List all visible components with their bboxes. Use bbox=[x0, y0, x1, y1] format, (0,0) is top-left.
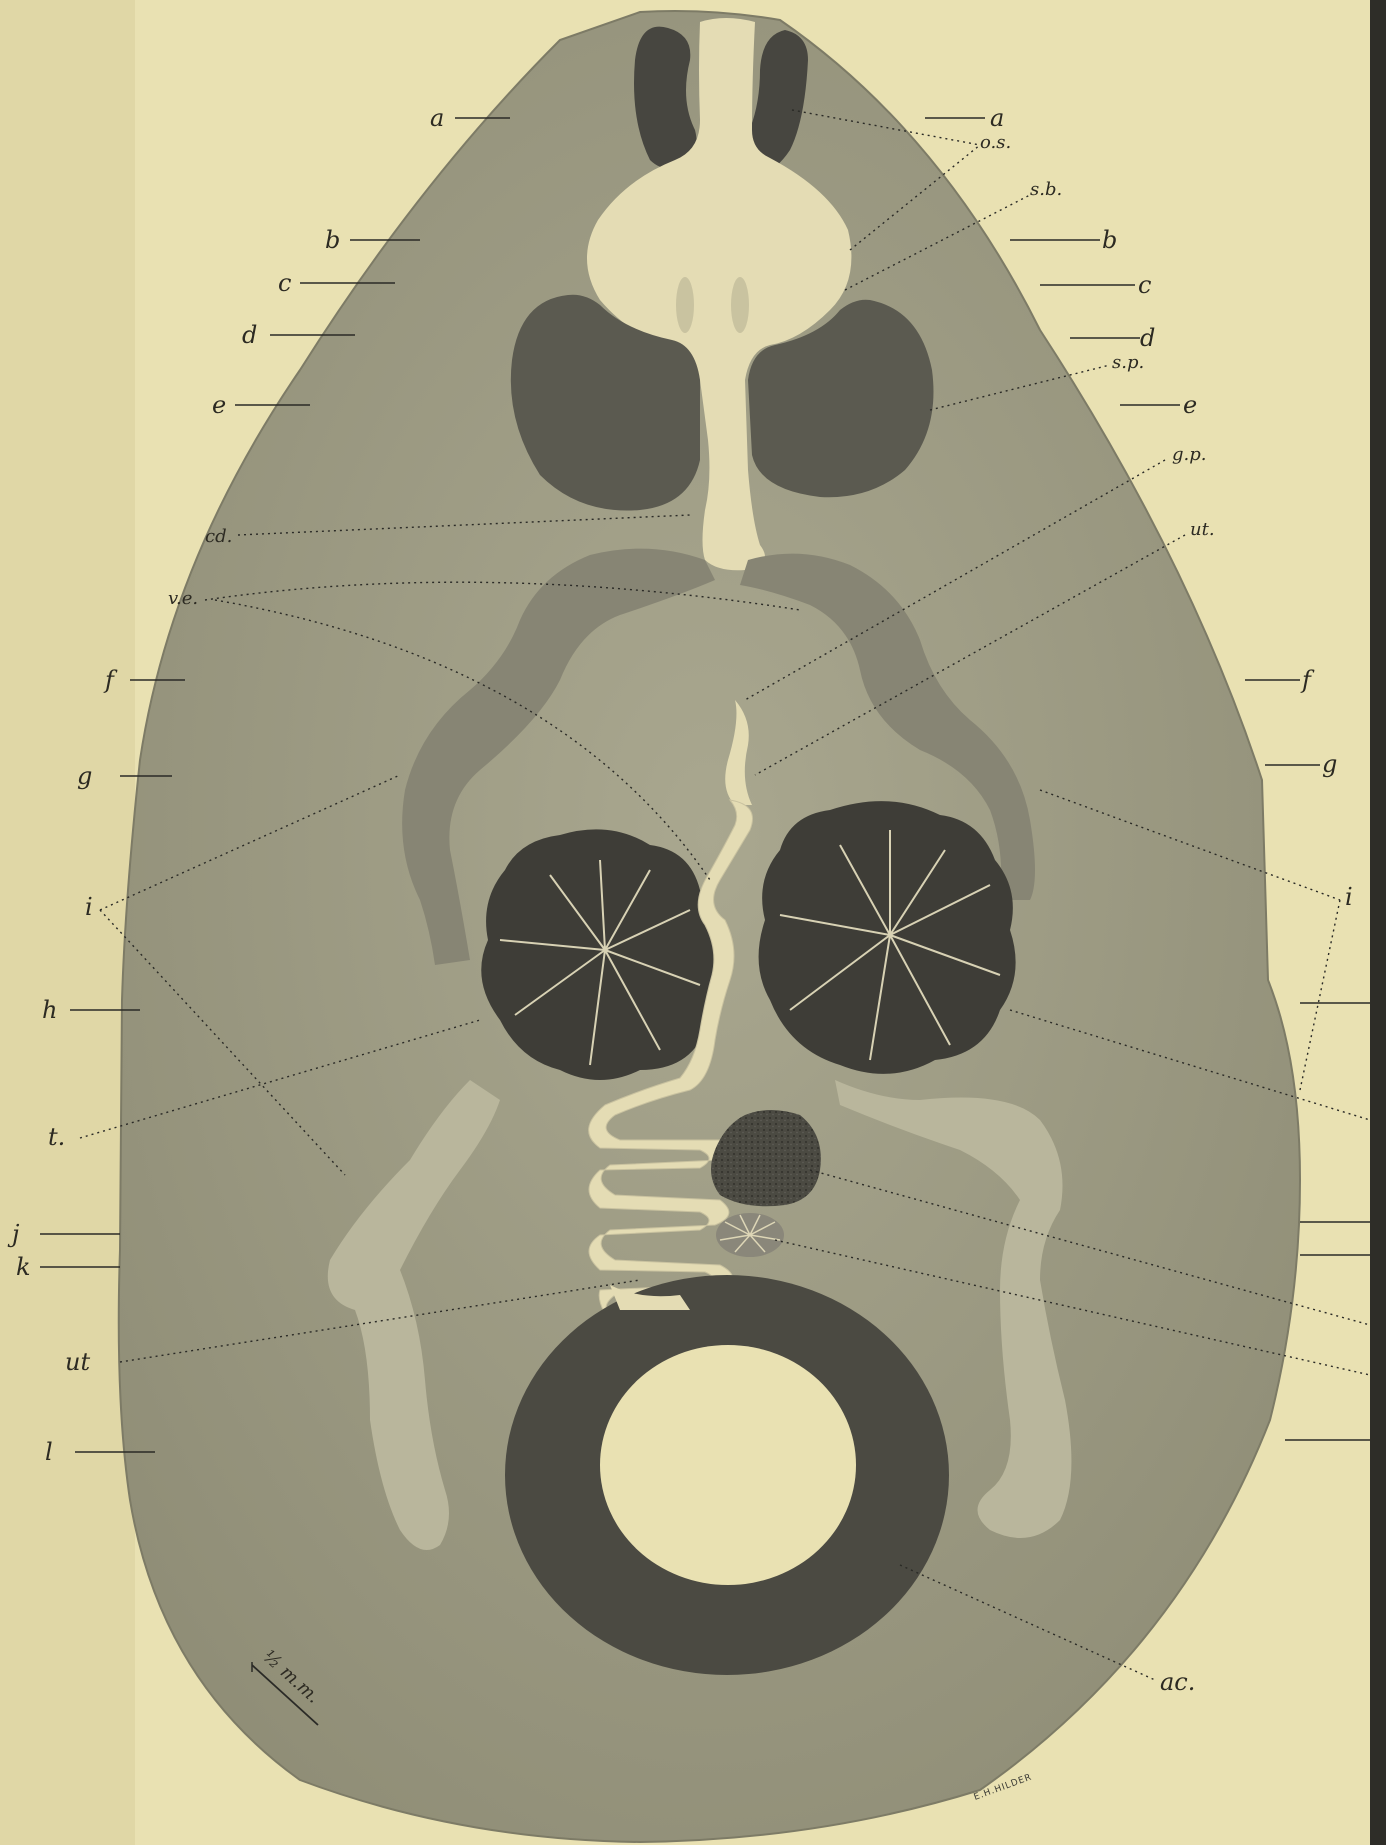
label-left-h: h bbox=[42, 996, 57, 1024]
label-left-i: i bbox=[85, 893, 93, 921]
label-right-e: e bbox=[1183, 391, 1197, 419]
label-left-d: d bbox=[242, 321, 257, 349]
label-left-a: a bbox=[430, 104, 444, 132]
label-left-k: k bbox=[16, 1253, 31, 1281]
sucker-bulb-right bbox=[731, 277, 749, 333]
label-left-c: c bbox=[278, 269, 291, 297]
page-shadow-left bbox=[0, 0, 135, 1845]
label-left-ut: ut bbox=[65, 1348, 90, 1376]
label-left-l: l bbox=[45, 1438, 53, 1466]
page-edge-right bbox=[1370, 0, 1386, 1845]
label-right-sp: s.p. bbox=[1112, 352, 1144, 373]
label-left-t: t. bbox=[48, 1123, 65, 1151]
testis-right bbox=[759, 801, 1016, 1074]
label-right-a: a bbox=[990, 104, 1004, 132]
acetabulum-lumen bbox=[600, 1345, 856, 1585]
label-right-ac: ac. bbox=[1160, 1668, 1195, 1696]
label-left-b: b bbox=[325, 226, 340, 254]
label-right-os: o.s. bbox=[980, 132, 1011, 153]
label-left-g: g bbox=[77, 762, 92, 790]
sucker-bulb-left bbox=[676, 277, 694, 333]
label-right-d: d bbox=[1140, 324, 1155, 352]
label-left-ve: v.e. bbox=[168, 588, 198, 609]
label-right-c: c bbox=[1138, 271, 1151, 299]
label-right-g: g bbox=[1322, 750, 1337, 778]
shell-gland bbox=[716, 1213, 784, 1257]
label-right-gp: g.p. bbox=[1172, 444, 1207, 465]
label-right-ut: ut. bbox=[1190, 519, 1215, 540]
label-left-e: e bbox=[212, 391, 226, 419]
label-right-sb: s.b. bbox=[1030, 179, 1062, 200]
testis-left bbox=[481, 829, 720, 1080]
label-left-cd: cd. bbox=[205, 526, 232, 547]
label-right-b: b bbox=[1102, 226, 1117, 254]
label-right-i: i bbox=[1345, 883, 1353, 911]
